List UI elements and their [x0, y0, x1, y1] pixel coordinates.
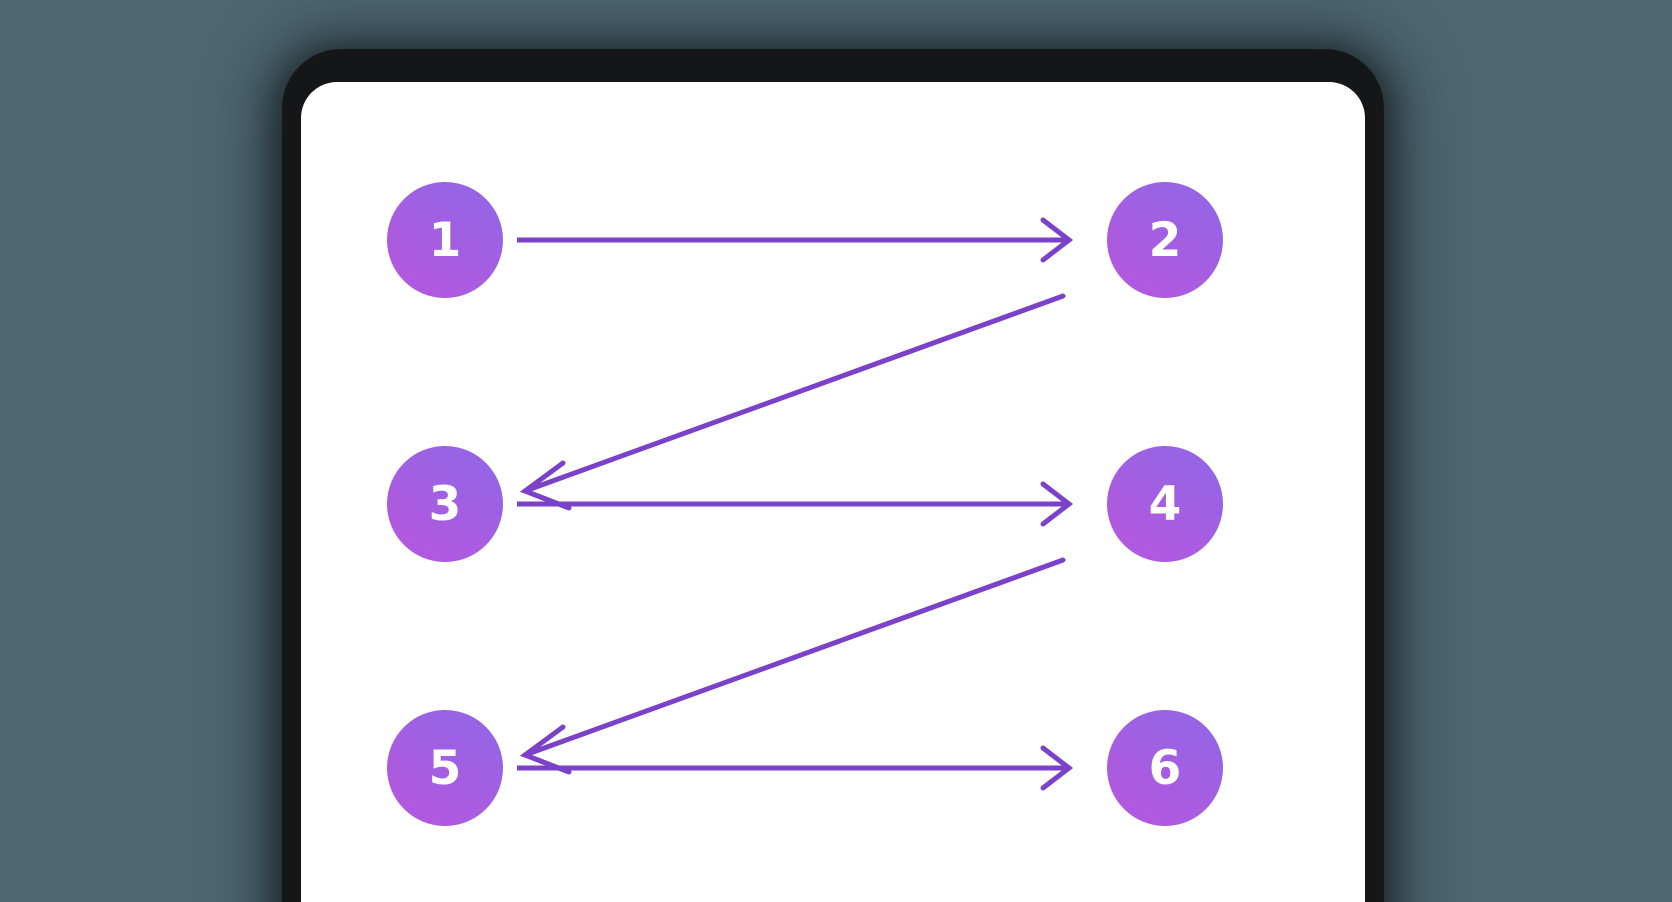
diagram-node-5[interactable]: 5 [387, 710, 503, 826]
edge-5-to-6 [517, 745, 1074, 791]
diagram-canvas: 1 2 3 4 5 6 [301, 82, 1365, 902]
diagram-node-label: 2 [1148, 212, 1182, 268]
arrowhead-right-icon [1040, 217, 1074, 263]
arrowhead-right-icon [1040, 481, 1074, 527]
edge-layer [517, 217, 1074, 791]
edge-line [522, 293, 1066, 494]
edge-4-to-5 [519, 557, 1066, 775]
edge-2-to-3 [519, 293, 1066, 511]
diagram-node-label: 3 [428, 476, 462, 532]
edge-1-to-2 [517, 217, 1074, 263]
diagram-node-label: 4 [1148, 476, 1182, 532]
diagram-node-6[interactable]: 6 [1107, 710, 1223, 826]
diagram-node-label: 6 [1148, 740, 1182, 796]
edge-3-to-4 [517, 481, 1074, 527]
diagram-node-label: 1 [428, 212, 462, 268]
device-bezel: 1 2 3 4 5 6 [283, 50, 1383, 902]
diagram-node-3[interactable]: 3 [387, 446, 503, 562]
arrowhead-right-icon [1040, 745, 1074, 791]
diagram-node-2[interactable]: 2 [1107, 182, 1223, 298]
device-screen: 1 2 3 4 5 6 [301, 82, 1365, 902]
diagram-node-label: 5 [428, 740, 462, 796]
diagram-node-1[interactable]: 1 [387, 182, 503, 298]
edge-line [522, 557, 1066, 758]
diagram-node-4[interactable]: 4 [1107, 446, 1223, 562]
